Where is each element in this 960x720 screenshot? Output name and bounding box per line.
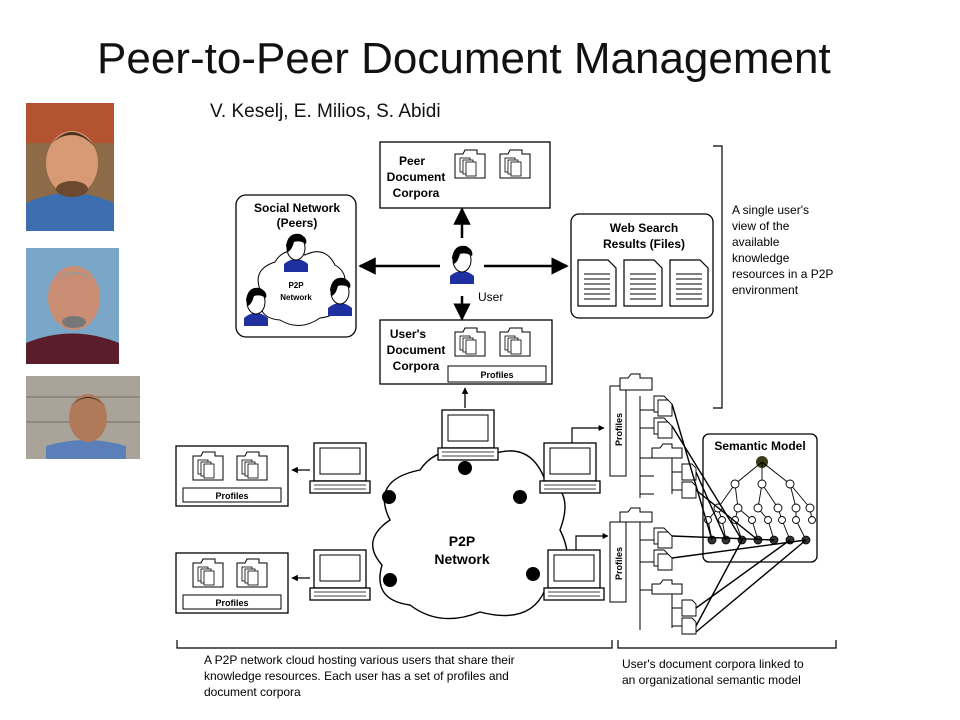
- slide-title: Peer-to-Peer Document Management: [97, 34, 831, 83]
- profile-tree-top: Profiles: [609, 373, 697, 499]
- author-photo-3: [26, 376, 140, 459]
- profile-tree-label-bottom: Profiles: [614, 547, 624, 580]
- peer-corpora-line-2: Document: [387, 170, 446, 184]
- web-search-box: Web Search Results (Files): [570, 213, 714, 319]
- file-icon: [657, 553, 673, 571]
- users-corpora-line-1: User's: [390, 327, 427, 341]
- big-p2p-line-2: Network: [434, 551, 489, 567]
- author-photo-2: [26, 248, 119, 364]
- document-icon: [669, 259, 709, 307]
- file-icon: [681, 617, 697, 635]
- central-user: User: [358, 207, 569, 321]
- laptop-icon: [437, 409, 499, 461]
- left-profiles-label-bottom: Profiles: [215, 598, 248, 608]
- bottom-bracket-left: [176, 640, 613, 649]
- side-note-line-6: environment: [732, 283, 799, 297]
- small-p2p-line-1: P2P: [288, 281, 304, 290]
- social-network-title: Social Network: [254, 201, 340, 215]
- web-search-title: Web Search: [610, 221, 678, 235]
- folder-icon: [192, 451, 224, 481]
- folder-icon: [499, 327, 531, 357]
- folder-icon: [454, 149, 486, 179]
- p2p-network-cloud: P2P Network: [372, 449, 568, 620]
- laptop-icon: [543, 549, 605, 601]
- folder-icon: [454, 327, 486, 357]
- semantic-model-title: Semantic Model: [714, 439, 805, 453]
- folder-icon: [236, 451, 268, 481]
- semantic-links: [671, 403, 807, 633]
- peer-corpora-line-1: Peer: [399, 154, 425, 168]
- file-icon: [657, 421, 673, 439]
- person-photo-2-icon: [26, 248, 119, 364]
- side-note-line-4: knowledge: [732, 251, 790, 265]
- file-icon: [657, 531, 673, 549]
- users-corpora-box: User's Document Corpora Profiles: [379, 319, 553, 385]
- users-corpora-line-3: Corpora: [393, 359, 440, 373]
- caption-left-line-2: knowledge resources. Each user has a set…: [204, 669, 509, 683]
- person-photo-3-icon: [26, 376, 140, 459]
- social-network-subtitle: (Peers): [277, 216, 318, 230]
- side-note-line-1: A single user's: [732, 203, 809, 217]
- side-note-line-2: view of the: [732, 219, 790, 233]
- social-network-box: Social Network (Peers) P2P Network: [235, 194, 357, 338]
- network-node: [526, 567, 540, 581]
- laptop-icon: [539, 442, 601, 494]
- side-note-line-5: resources in a P2P: [732, 267, 833, 281]
- folder-icon: [236, 558, 268, 588]
- caption-right: User's document corpora linked to an org…: [622, 657, 804, 687]
- profile-tree-bottom: Profiles: [609, 507, 697, 635]
- user-person-icon: [449, 245, 475, 285]
- laptop-icon: [309, 442, 371, 494]
- laptop-icon: [309, 549, 371, 601]
- left-profile-box-bottom: Profiles: [175, 552, 289, 614]
- bottom-bracket-right: [617, 640, 837, 649]
- left-profiles-label-top: Profiles: [215, 491, 248, 501]
- file-icon: [657, 399, 673, 417]
- side-note: A single user's view of the available kn…: [713, 145, 833, 409]
- file-icon: [681, 481, 697, 499]
- caption-left-line-1: A P2P network cloud hosting various user…: [204, 653, 515, 667]
- document-icon: [577, 259, 617, 307]
- profile-tree-label-top: Profiles: [614, 413, 624, 446]
- folder-icon: [499, 149, 531, 179]
- network-node: [513, 490, 527, 504]
- left-profile-box-top: Profiles: [175, 445, 289, 507]
- users-corpora-profiles-label: Profiles: [480, 370, 513, 380]
- caption-right-line-2: an organizational semantic model: [622, 673, 801, 687]
- semantic-model-box: Semantic Model: [702, 433, 818, 563]
- big-p2p-line-1: P2P: [449, 533, 475, 549]
- file-icon: [681, 599, 697, 617]
- document-icon: [623, 259, 663, 307]
- network-node: [383, 573, 397, 587]
- slide-authors: V. Keselj, E. Milios, S. Abidi: [210, 101, 441, 122]
- author-photo-1: [26, 103, 114, 231]
- peer-corpora-box: Peer Document Corpora: [379, 141, 551, 209]
- user-label: User: [478, 290, 503, 304]
- network-node: [382, 490, 396, 504]
- small-p2p-line-2: Network: [280, 293, 312, 302]
- web-search-subtitle: Results (Files): [603, 237, 685, 251]
- network-node: [458, 461, 472, 475]
- person-photo-1-icon: [26, 103, 114, 231]
- side-note-line-3: available: [732, 235, 780, 249]
- folder-icon: [192, 558, 224, 588]
- peer-corpora-line-3: Corpora: [393, 186, 440, 200]
- caption-right-line-1: User's document corpora linked to: [622, 657, 804, 671]
- caption-left: A P2P network cloud hosting various user…: [204, 653, 515, 699]
- caption-left-line-3: document corpora: [204, 685, 301, 699]
- users-corpora-line-2: Document: [387, 343, 446, 357]
